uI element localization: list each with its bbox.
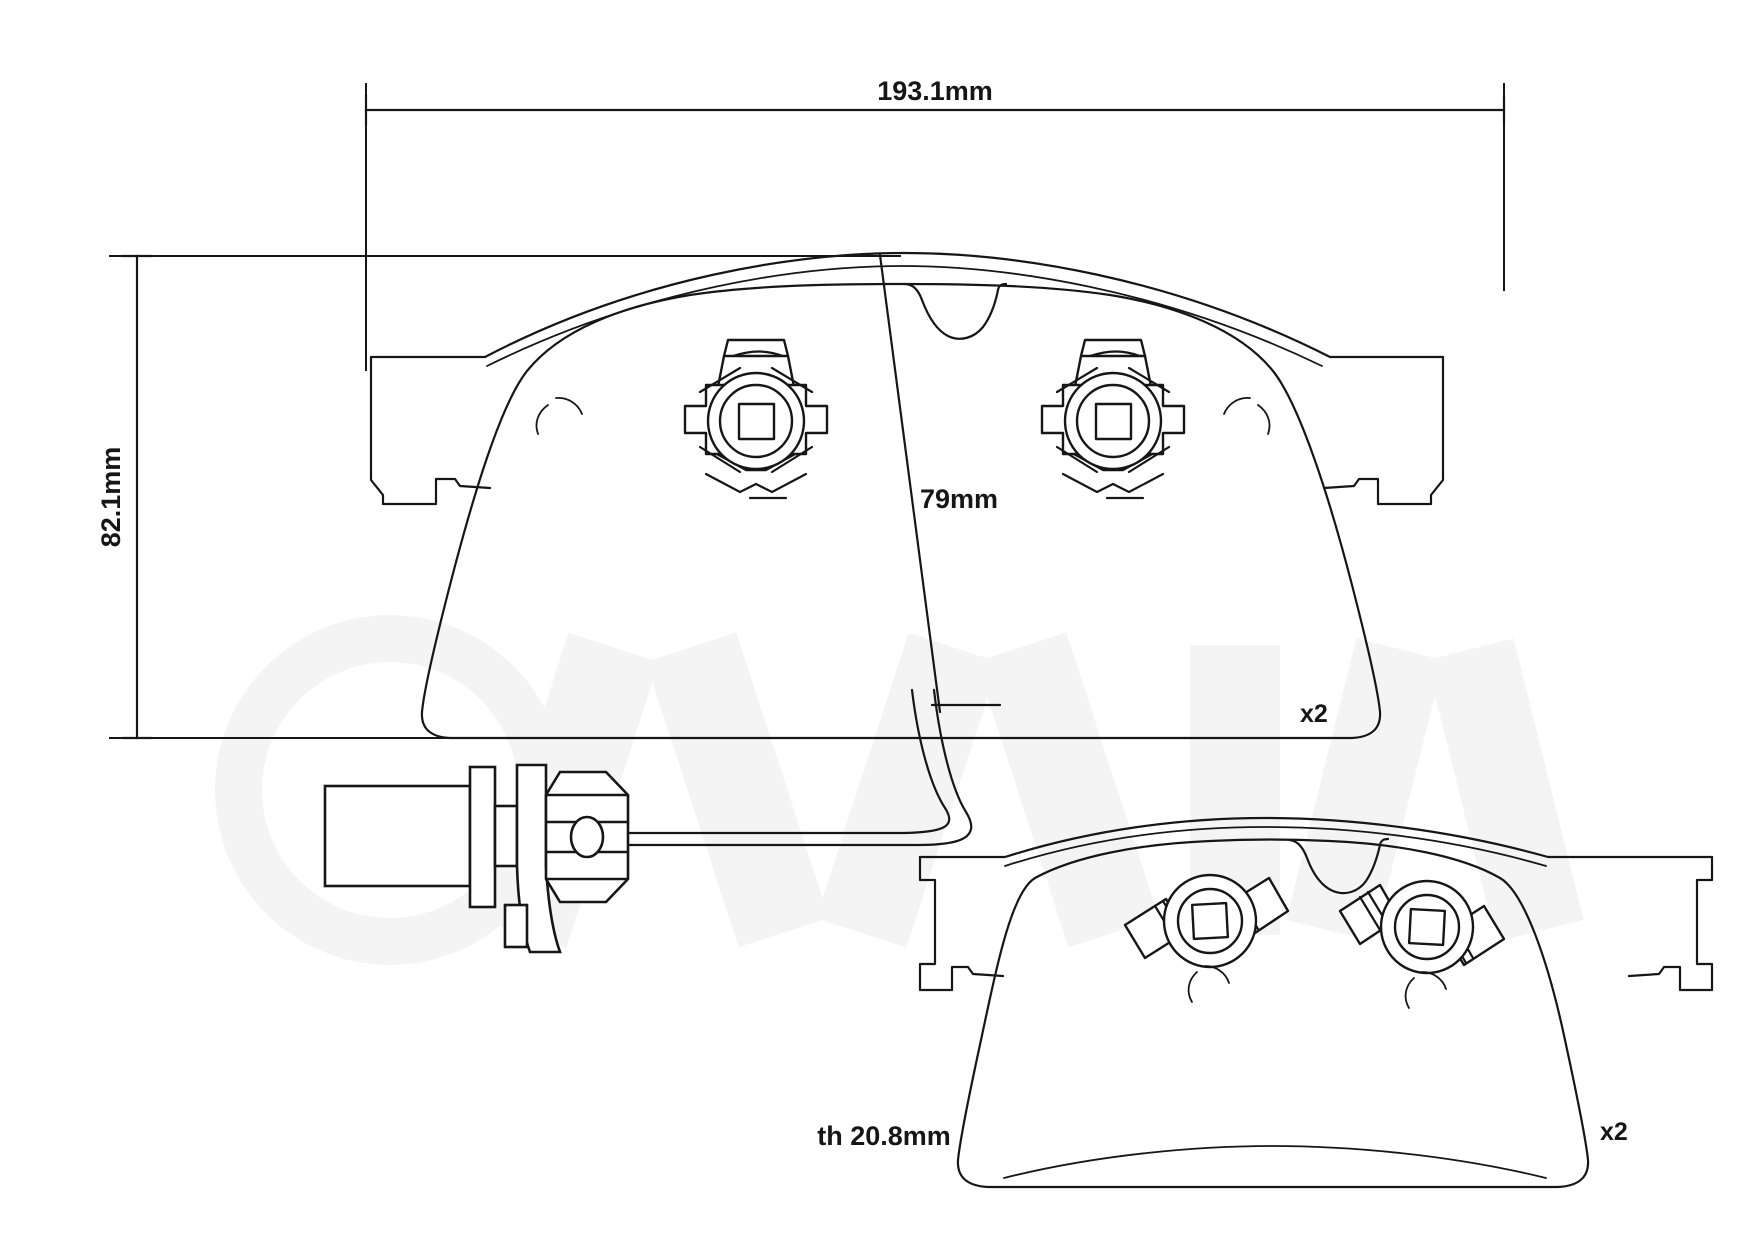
upper-pad-clip-right <box>1040 338 1186 500</box>
lower-pad-quantity-label: x2 <box>1600 1118 1628 1146</box>
upper-brake-pad: x2 <box>369 251 1445 740</box>
dimension-label-thickness: th 20.8mm <box>817 1121 951 1151</box>
dimension-label-inner-width: 79mm <box>920 484 998 514</box>
wear-sensor <box>323 688 973 954</box>
sensor-eyelet <box>569 815 605 859</box>
dimension-thickness: th 20.8mm <box>817 1121 951 1151</box>
dimension-label-height: 82.1mm <box>96 447 126 548</box>
sensor-connector-body <box>323 784 472 888</box>
dimension-inner-width-79: 79mm <box>920 484 998 514</box>
upper-pad-quantity-label: x2 <box>1300 700 1328 728</box>
sensor-flange-1 <box>468 765 497 909</box>
upper-pad-clip-left <box>683 338 829 500</box>
lower-pad-rivet-left <box>1123 873 1290 1003</box>
dimension-height-82: 82.1mm <box>96 254 901 740</box>
dimension-width-193: 193.1mm <box>364 76 1506 371</box>
lower-brake-pad: x2 <box>918 816 1714 1189</box>
sensor-bottom-tab <box>503 903 529 949</box>
lower-pad-rivet-right <box>1338 879 1506 1009</box>
dimension-label-width: 193.1mm <box>877 76 993 106</box>
sensor-spacer <box>493 804 519 868</box>
